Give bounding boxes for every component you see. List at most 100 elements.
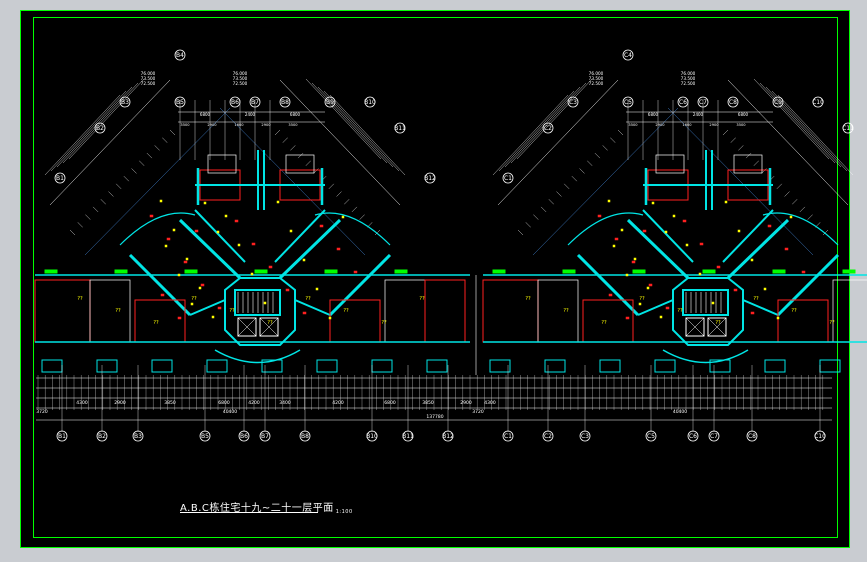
diag-axis <box>68 78 145 160</box>
diag-dim <box>219 107 366 256</box>
diag-axis <box>759 82 836 164</box>
detail-red <box>784 247 789 251</box>
axis-bubble-top: B7 <box>251 99 259 106</box>
window-marker <box>254 269 268 274</box>
axis-bubble-b-bubble <box>402 430 414 442</box>
diag-axis <box>329 94 406 176</box>
window-marker <box>562 269 576 274</box>
diag-dim <box>84 107 231 256</box>
diag-tick <box>799 206 806 213</box>
dim-row: 4300 <box>76 400 88 406</box>
dim-row: 6800 <box>218 400 230 406</box>
diag-tick <box>274 129 281 136</box>
axis-bubble-top: C6 <box>679 99 687 106</box>
elevation-right: 72.500 <box>233 81 248 86</box>
room-label: ?? <box>115 308 121 314</box>
diag-wall <box>178 218 242 280</box>
axis-bubble-b: B6 <box>240 433 248 440</box>
diag-dim <box>532 107 679 256</box>
axis-bubble-c: C8 <box>748 433 756 440</box>
diag-tick <box>336 191 342 197</box>
room-label: ?? <box>419 296 425 302</box>
axis-bubble-top-bubble <box>697 96 709 108</box>
axis-bubble-b: B3 <box>134 433 142 440</box>
balcony <box>426 359 448 373</box>
detail-dot <box>302 258 306 262</box>
dim-top: 1600 <box>682 123 692 127</box>
axis-bubble-top-bubble <box>174 96 186 108</box>
room-label: ?? <box>343 308 349 314</box>
detail-red <box>183 260 188 264</box>
diag-tick <box>617 129 624 136</box>
diag-wall <box>194 209 246 263</box>
dim-row: 4200 <box>332 400 344 406</box>
diag-wall <box>722 209 774 263</box>
dim-mid: 6800 <box>200 112 211 117</box>
detail-dot <box>177 273 181 277</box>
balcony <box>316 359 338 373</box>
diag-wall <box>742 299 779 316</box>
unit-room <box>733 154 763 174</box>
axis-bubble-b: B10 <box>366 433 378 440</box>
axis-bubble-b-bubble <box>132 430 144 442</box>
dim-row: 2900 <box>114 400 126 406</box>
detail-red <box>177 316 182 320</box>
window-marker <box>632 269 646 274</box>
diag-tick <box>139 160 145 166</box>
diag-wall <box>637 299 674 316</box>
window-marker <box>394 269 408 274</box>
axis-bubble-c-bubble <box>502 430 514 442</box>
detail-red <box>217 306 222 310</box>
diag-wall <box>642 209 694 263</box>
room-label: ?? <box>381 320 387 326</box>
axis-bubble-top-bubble <box>842 122 854 134</box>
balcony <box>709 359 731 373</box>
diag-axis <box>504 86 581 168</box>
detail-dot <box>763 287 767 291</box>
axis-bubble-b: B8 <box>301 433 309 440</box>
diag-axis <box>44 94 121 176</box>
dim-mid: 6800 <box>738 112 749 117</box>
dim-top: 3500 <box>180 123 190 127</box>
detail-dot <box>620 228 624 232</box>
elevation-right: 73.500 <box>681 76 696 81</box>
elevator-x <box>707 317 727 337</box>
detail-red <box>302 311 307 315</box>
dim-mid: 2400 <box>693 112 704 117</box>
axis-bubble-b-bubble <box>366 430 378 442</box>
elevation-right: 73.500 <box>233 76 248 81</box>
axis-bubble-top-bubble <box>542 122 554 134</box>
axis-bubble-b: B12 <box>442 433 454 440</box>
dim-top: 3500 <box>628 123 638 127</box>
detail-red <box>631 260 636 264</box>
elevator-1 <box>685 317 705 337</box>
diag-tick <box>776 183 782 189</box>
axis-bubble-b-bubble <box>259 430 271 442</box>
detail-dot <box>211 315 215 319</box>
elevation-right: 76.000 <box>681 71 696 76</box>
balcony <box>489 359 511 373</box>
dim-total-c: 40400 <box>673 409 687 415</box>
axis-bubble-top: B12 <box>424 175 436 182</box>
room-label: ?? <box>601 320 607 326</box>
dim-mid: 6800 <box>648 112 659 117</box>
axis-bubble-top-bubble <box>364 96 376 108</box>
room-label: ?? <box>829 320 835 326</box>
detail-red <box>608 293 613 297</box>
axis-bubble-b-bubble <box>238 430 250 442</box>
axis-bubble-top: C5 <box>624 99 632 106</box>
detail-dot <box>776 316 780 320</box>
diag-tick <box>745 152 752 159</box>
elevation-left: 73.500 <box>589 76 604 81</box>
room-label: ?? <box>791 308 797 314</box>
diag-axis <box>317 86 394 168</box>
diag-tick <box>564 183 570 189</box>
diag-tick <box>738 145 744 151</box>
detail-dot <box>612 244 616 248</box>
diag-tick <box>282 137 288 143</box>
balcony <box>544 359 566 373</box>
window-marker <box>492 269 506 274</box>
axis-bubble-top: C4 <box>624 52 632 59</box>
diag-tick <box>328 183 334 189</box>
